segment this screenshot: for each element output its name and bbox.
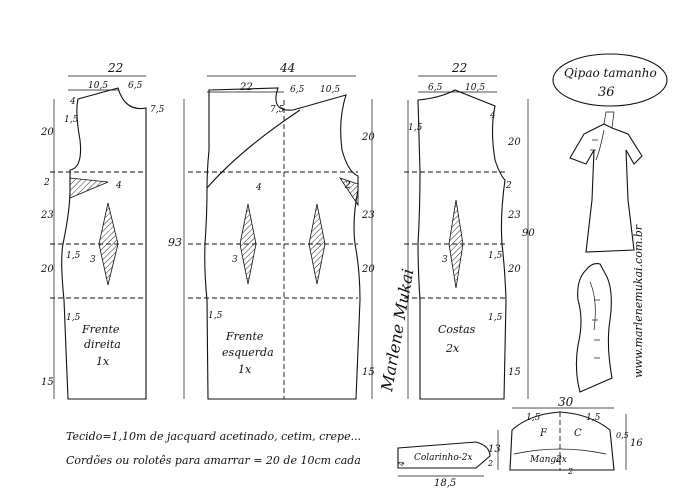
collar-piece: 4 Colarinho-2x 18,5 2 <box>397 441 493 489</box>
svg-text:10,5: 10,5 <box>465 83 485 93</box>
sleeve-label: Manga <box>529 455 562 465</box>
svg-text:7,5: 7,5 <box>270 105 285 115</box>
svg-text:esquerda: esquerda <box>222 346 274 359</box>
dress-illustration-front <box>569 111 643 253</box>
svg-text:3: 3 <box>442 255 448 265</box>
front-left-width: 44 <box>279 61 295 75</box>
svg-text:23: 23 <box>40 210 54 221</box>
svg-text:1,5: 1,5 <box>488 313 503 323</box>
svg-text:1,5: 1,5 <box>526 413 541 423</box>
back-outline <box>417 89 507 400</box>
website: www.marlenemukai.com.br <box>632 224 645 378</box>
svg-text:1x: 1x <box>96 355 110 368</box>
svg-text:20: 20 <box>361 132 375 143</box>
svg-text:4: 4 <box>69 97 76 107</box>
sleeve-piece: 30 1,5 1,5 13 16 C F Manga 2x 2 0,5 <box>488 395 643 476</box>
back-length: 90 <box>522 228 535 239</box>
svg-text:22: 22 <box>239 82 253 93</box>
svg-text:4: 4 <box>115 181 122 191</box>
title: Qipao tamanho <box>564 66 657 80</box>
svg-text:F: F <box>539 428 548 439</box>
title-block: Qipao tamanho 36 <box>552 53 668 107</box>
back-width: 22 <box>451 61 467 75</box>
svg-text:7,5: 7,5 <box>150 105 165 115</box>
front-left-length: 93 <box>168 236 182 249</box>
svg-text:1,5: 1,5 <box>408 123 423 133</box>
svg-text:2x: 2x <box>445 342 460 355</box>
back-dart <box>448 199 464 289</box>
left-waist-dart <box>239 203 257 285</box>
svg-text:20: 20 <box>40 264 54 275</box>
svg-text:23: 23 <box>361 210 375 221</box>
signature: Marlene Mukai <box>377 267 417 393</box>
waist-dart <box>98 202 119 286</box>
collar-label: Colarinho-2x <box>414 453 473 463</box>
svg-text:20: 20 <box>507 264 521 275</box>
svg-text:20: 20 <box>507 137 521 148</box>
svg-text:15: 15 <box>362 367 375 378</box>
collar-height: 4 <box>397 461 406 467</box>
dress-illustration-worn <box>575 263 613 393</box>
svg-text:direita: direita <box>84 338 121 351</box>
svg-text:1,5: 1,5 <box>66 251 81 261</box>
front-right-name: Frente <box>81 323 120 336</box>
front-left-name: Frente <box>225 330 264 343</box>
svg-text:1,5: 1,5 <box>64 115 79 125</box>
front-right-outline <box>61 87 147 400</box>
svg-text:4: 4 <box>489 111 496 121</box>
svg-text:6,5: 6,5 <box>428 83 443 93</box>
collar-length: 18,5 <box>434 478 456 489</box>
svg-text:3: 3 <box>90 255 96 265</box>
svg-text:2x: 2x <box>555 455 567 465</box>
svg-text:1x: 1x <box>238 363 252 376</box>
svg-text:2: 2 <box>505 181 512 191</box>
svg-text:23: 23 <box>507 210 521 221</box>
svg-text:15: 15 <box>508 367 521 378</box>
svg-text:1,5: 1,5 <box>488 251 503 261</box>
front-left-outline <box>204 87 361 400</box>
svg-text:1,5: 1,5 <box>586 413 601 423</box>
back-name: Costas <box>438 323 476 336</box>
svg-text:3: 3 <box>232 255 238 265</box>
svg-text:2: 2 <box>567 467 573 476</box>
svg-text:2: 2 <box>344 181 351 191</box>
side-dart <box>339 177 359 207</box>
svg-text:4: 4 <box>255 183 262 193</box>
front-right-neck-width: 10,5 <box>88 81 108 91</box>
svg-text:0,5: 0,5 <box>616 431 629 440</box>
svg-text:6,5: 6,5 <box>290 85 305 95</box>
svg-text:C: C <box>574 428 582 439</box>
front-right-panel: 22 10,5 6,5 7,5 4 1,5 20 2 4 23 3 20 1,5… <box>40 61 165 400</box>
svg-text:10,5: 10,5 <box>320 85 340 95</box>
svg-text:2: 2 <box>487 459 493 468</box>
svg-text:15: 15 <box>41 377 54 388</box>
svg-text:16: 16 <box>630 438 643 449</box>
sleeve-width: 30 <box>558 395 574 409</box>
svg-text:1,5: 1,5 <box>66 313 81 323</box>
front-left-panel: 44 22 6,5 10,5 7,5 93 20 23 20 15 4 3 1,… <box>168 61 375 400</box>
cord-note: Cordões ou rolotês para amarrar = 20 de … <box>66 454 361 467</box>
svg-text:20: 20 <box>40 127 54 138</box>
svg-text:6,5: 6,5 <box>128 81 143 91</box>
front-right-width: 22 <box>107 61 123 75</box>
svg-text:36: 36 <box>598 85 615 100</box>
bust-dart <box>69 177 109 199</box>
right-waist-dart <box>308 203 326 285</box>
svg-text:13: 13 <box>488 444 501 455</box>
svg-text:2: 2 <box>43 178 50 188</box>
svg-text:20: 20 <box>361 264 375 275</box>
back-panel: 22 6,5 10,5 1,5 4 20 23 20 90 15 2 3 1,5… <box>404 61 535 400</box>
svg-text:1,5: 1,5 <box>208 311 223 321</box>
front-left-neck-curve <box>206 109 301 189</box>
fabric-note: Tecido=1,10m de jacquard acetinado, ceti… <box>66 430 361 443</box>
